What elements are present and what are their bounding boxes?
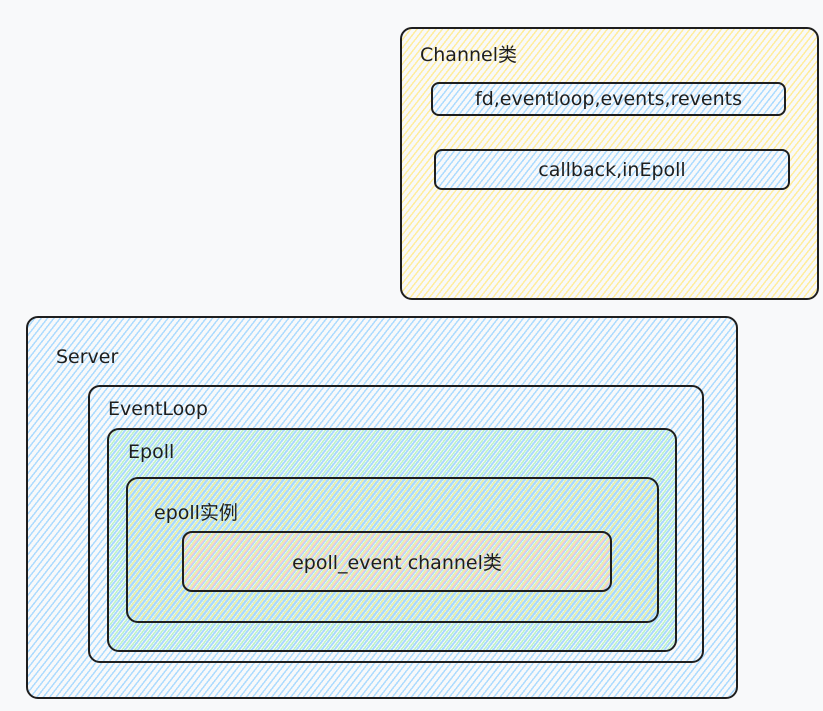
channel-field-box-2[interactable]: callback,inEpoll bbox=[434, 149, 790, 190]
channel-class-title: Channel类 bbox=[420, 44, 518, 66]
channel-field-label-1: fd,eventloop,events,revents bbox=[475, 88, 742, 110]
epoll-instance-title: epoll实例 bbox=[154, 502, 238, 524]
server-title: Server bbox=[56, 346, 119, 368]
channel-class-box[interactable]: Channel类 fd,eventloop,events,revents cal… bbox=[400, 27, 819, 300]
epoll-title: Epoll bbox=[128, 441, 175, 463]
channel-field-box-1[interactable]: fd,eventloop,events,revents bbox=[431, 82, 786, 116]
epoll-event-label: epoll_event channel类 bbox=[292, 552, 502, 574]
server-box[interactable]: Server EventLoop Epoll epoll实例 epoll_eve… bbox=[26, 316, 738, 699]
channel-field-label-2: callback,inEpoll bbox=[538, 158, 686, 181]
epoll-event-box[interactable]: epoll_event channel类 bbox=[182, 531, 612, 592]
eventloop-title: EventLoop bbox=[108, 398, 208, 420]
epoll-instance-box[interactable]: epoll实例 epoll_event channel类 bbox=[126, 477, 659, 623]
epoll-box[interactable]: Epoll epoll实例 epoll_event channel类 bbox=[107, 428, 677, 652]
eventloop-box[interactable]: EventLoop Epoll epoll实例 epoll_event chan… bbox=[88, 385, 704, 663]
